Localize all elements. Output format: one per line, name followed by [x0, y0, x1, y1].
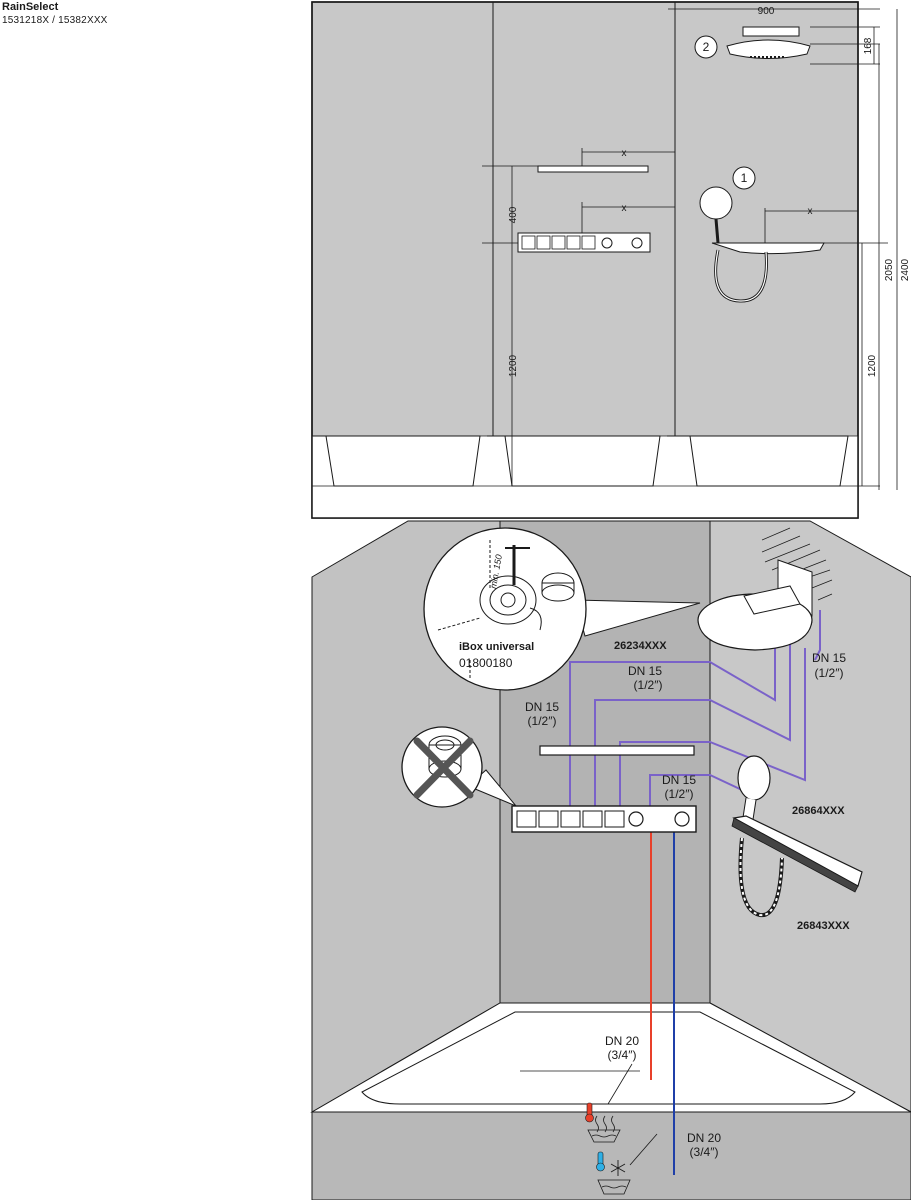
cold-water-icon	[596, 1151, 631, 1195]
callout-2-circle	[694, 35, 718, 59]
hand-shower-code: 26864XXX	[792, 805, 845, 817]
dn15-b-line1: DN 15	[525, 700, 559, 714]
dn20-hot-line2: (3/4″)	[608, 1048, 637, 1062]
not-allowed-icon	[413, 737, 474, 799]
thermostat-install	[511, 805, 697, 833]
shelf-install	[539, 745, 695, 756]
dn20-cold-line1: DN 20	[687, 1131, 721, 1145]
dn15-b-line2: (1/2″)	[528, 714, 557, 728]
hand-shower-install	[731, 755, 863, 918]
dim-2400: 2400	[900, 258, 911, 281]
ibox-illustration	[437, 540, 575, 680]
dn20-hot-line1: DN 20	[605, 1034, 639, 1048]
dn15-c-line1: DN 15	[812, 651, 846, 665]
overhead-shower-elevation	[726, 26, 811, 59]
right-wall	[709, 520, 911, 1113]
drawing-header: RainSelect 1531218X / 15382XXX	[2, 0, 108, 27]
callout-2: 2	[703, 40, 710, 54]
dim-168: 168	[863, 37, 874, 54]
hand-shower-elevation	[699, 186, 825, 303]
ibox-label: iBox universal	[459, 641, 534, 653]
dim-1200-right: 1200	[867, 354, 878, 377]
shelf-code: 26843XXX	[797, 920, 850, 932]
callout-1-circle	[732, 166, 756, 190]
installation-view: min. 150 iBox universal 01800180 26234XX…	[310, 520, 911, 1200]
dn15-a-line2: (1/2″)	[634, 678, 663, 692]
shelf-elevation	[537, 165, 649, 173]
ibox-callout-bubble	[423, 527, 587, 691]
thermostat-elevation	[517, 232, 651, 253]
elevation-view: 2 x x 400 1200	[311, 1, 911, 519]
dn15-d-line1: DN 15	[662, 773, 696, 787]
bathtub-elevation	[311, 1, 880, 519]
supply-pipes	[569, 610, 821, 806]
dn15-d-line2: (1/2″)	[665, 787, 694, 801]
product-name: RainSelect	[2, 1, 59, 13]
callout-1: 1	[741, 171, 748, 185]
ibox-code: 01800180	[459, 656, 513, 670]
dn15-a-line1: DN 15	[628, 664, 662, 678]
dim-400: 400	[508, 206, 519, 223]
dim-2050: 2050	[884, 258, 895, 281]
dim-1200-left: 1200	[508, 354, 519, 377]
dn20-cold-line2: (3/4″)	[690, 1145, 719, 1159]
head-shower-code: 26234XXX	[614, 640, 667, 652]
dim-x-thermostat: x	[622, 203, 627, 214]
dim-x-handshower: x	[808, 206, 813, 217]
dim-x-shelf: x	[622, 148, 627, 159]
dn15-c-line2: (1/2″)	[815, 666, 844, 680]
overhead-shower-install	[697, 559, 813, 651]
article-numbers: 1531218X / 15382XXX	[2, 15, 108, 26]
hot-water-icon	[585, 1102, 621, 1143]
bathtub	[310, 1002, 911, 1200]
dim-900: 900	[758, 6, 775, 17]
